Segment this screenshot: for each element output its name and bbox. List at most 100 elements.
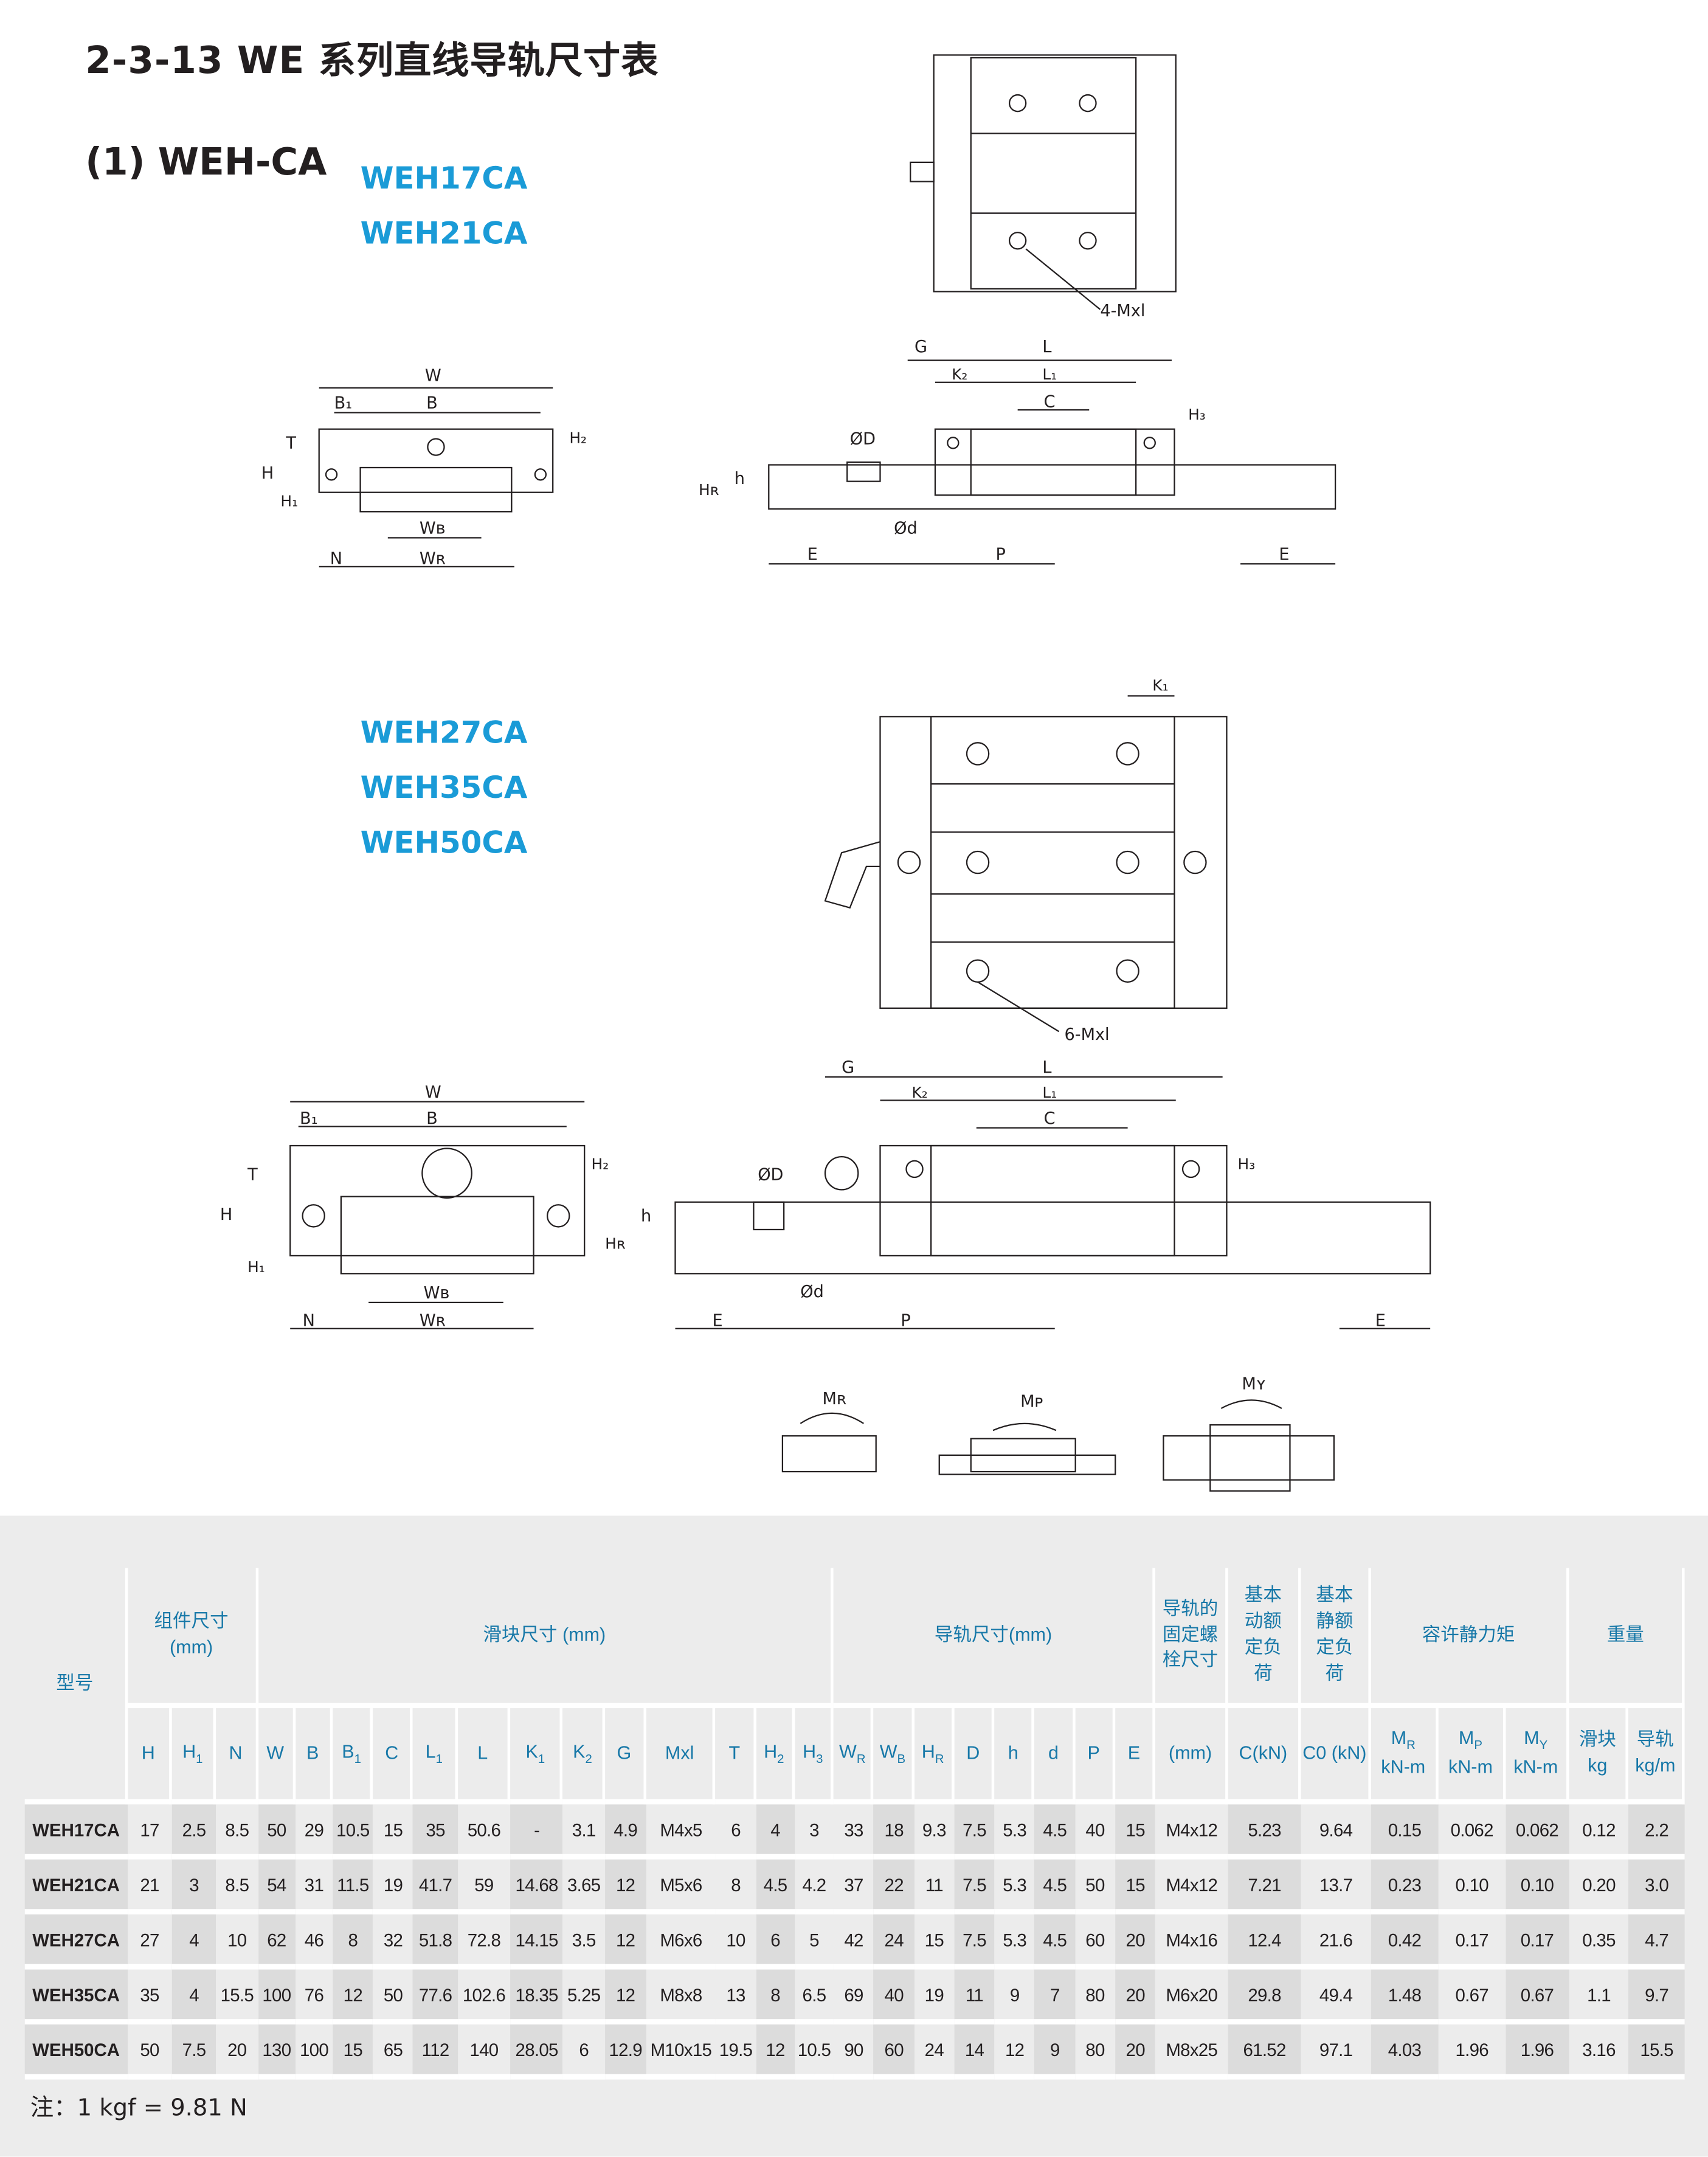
value-cell: 20 (216, 2024, 258, 2080)
value-cell: 4 (756, 1804, 795, 1860)
header-rail: 导轨尺寸(mm) (833, 1568, 1156, 1709)
value-cell: 0.35 (1569, 1914, 1629, 1970)
column-header: T (715, 1708, 756, 1805)
value-cell: M4x12 (1155, 1804, 1228, 1860)
value-cell: M8x25 (1155, 2024, 1228, 2080)
section-title: (1) WEH-CA (85, 141, 327, 185)
value-cell: 8.5 (216, 1859, 258, 1915)
header-dynamic-load: 基本动额定负荷 (1228, 1568, 1302, 1709)
value-cell: 4.5 (1034, 1859, 1075, 1915)
value-cell: 100 (258, 1969, 296, 2025)
value-cell: 50.6 (457, 1804, 511, 1860)
value-cell: 19.5 (715, 2024, 756, 2080)
value-cell: 90 (833, 2024, 874, 2080)
dim-wr: Wʀ (420, 1311, 446, 1330)
column-header: P (1074, 1708, 1116, 1805)
dim-e: E (1375, 1311, 1386, 1330)
dim-t: T (247, 1166, 258, 1185)
value-cell: 69 (833, 1969, 874, 2025)
moment-my-label: Mʏ (1242, 1374, 1266, 1393)
value-cell: 41.7 (413, 1859, 458, 1915)
column-header: (mm) (1155, 1708, 1228, 1805)
column-header: K1 (510, 1708, 563, 1805)
dim-h3: H₃ (1188, 406, 1206, 423)
model-cell: WEH50CA (24, 2024, 128, 2080)
value-cell: 97.1 (1301, 2024, 1371, 2080)
value-cell: 112 (413, 2024, 458, 2080)
value-cell: 15 (1115, 1804, 1156, 1860)
value-cell: 0.10 (1438, 1859, 1506, 1915)
column-header: K2 (562, 1708, 605, 1805)
value-cell: 50 (373, 1969, 413, 2025)
dim-l: L (1042, 1058, 1051, 1077)
dim-w: W (425, 1083, 441, 1102)
top-view-large (824, 695, 1228, 1033)
value-cell: 42 (833, 1914, 874, 1970)
value-cell: 0.15 (1371, 1804, 1439, 1860)
value-cell: M6x6 (646, 1914, 716, 1970)
value-cell: 20 (1115, 1969, 1156, 2025)
dim-l: L (1042, 338, 1051, 356)
spec-table: 型号 组件尺寸(mm) 滑块尺寸 (mm) 导轨尺寸(mm) 导轨的固定螺栓尺寸… (24, 1568, 1685, 2080)
value-cell: 12 (333, 1969, 373, 2025)
column-header: d (1034, 1708, 1075, 1805)
value-cell: 4.9 (604, 1804, 646, 1860)
dim-wb: Wʙ (420, 519, 446, 538)
value-cell: 61.52 (1228, 2024, 1302, 2080)
value-cell: 5.3 (994, 1914, 1035, 1970)
value-cell: M4x12 (1155, 1859, 1228, 1915)
value-cell: 24 (874, 1914, 915, 1970)
value-cell: 3 (795, 1804, 834, 1860)
value-cell: 3.5 (562, 1914, 605, 1970)
value-cell: M4x16 (1155, 1914, 1228, 1970)
value-cell: 2.2 (1628, 1804, 1685, 1860)
dim-e: E (807, 545, 818, 564)
value-cell: 59 (457, 1859, 511, 1915)
value-cell: 12 (604, 1859, 646, 1915)
dim-h1: H₁ (247, 1258, 265, 1276)
dim-hr: Hʀ (605, 1235, 626, 1253)
value-cell: 19 (914, 1969, 955, 2025)
value-cell: 20 (1115, 2024, 1156, 2080)
value-cell: 50 (127, 2024, 172, 2080)
value-cell: 5.3 (994, 1859, 1035, 1915)
value-cell: 77.6 (413, 1969, 458, 2025)
value-cell: 50 (258, 1804, 296, 1860)
header-block: 滑块尺寸 (mm) (258, 1568, 834, 1709)
technical-drawings: 4-Mxl W B₁ B H T H₁ H₂ Wʙ N Wʀ G L K₂ L₁… (220, 54, 1431, 1492)
dim-c: C (1044, 1109, 1056, 1128)
footnote: 注：1 kgf = 9.81 N (30, 2094, 247, 2122)
value-cell: 130 (258, 2024, 296, 2080)
value-cell: 18 (874, 1804, 915, 1860)
dim-h: H (220, 1205, 232, 1224)
value-cell: 4.03 (1371, 2024, 1439, 2080)
value-cell: 4 (171, 1914, 216, 1970)
column-header: E (1115, 1708, 1156, 1805)
value-cell: 14.68 (510, 1859, 563, 1915)
value-cell: 7 (1034, 1969, 1075, 2025)
moment-diagrams (781, 1399, 1335, 1492)
value-cell: 32 (373, 1914, 413, 1970)
value-cell: 27 (127, 1914, 172, 1970)
value-cell: 21 (127, 1859, 172, 1915)
value-cell: 35 (413, 1804, 458, 1860)
column-header: h (994, 1708, 1035, 1805)
dim-d: Ød (894, 519, 918, 538)
dim-b: B (426, 394, 438, 413)
value-cell: 12 (994, 2024, 1035, 2080)
value-cell: 4.5 (756, 1859, 795, 1915)
column-header: WR (833, 1708, 874, 1805)
moment-mr-label: Mʀ (822, 1390, 846, 1408)
value-cell: 1.96 (1505, 2024, 1569, 2080)
header-model: 型号 (24, 1568, 128, 1805)
value-cell: 9 (1034, 2024, 1075, 2080)
value-cell: 0.12 (1569, 1804, 1629, 1860)
value-cell: 29.8 (1228, 1969, 1302, 2025)
dim-wr: Wʀ (420, 549, 446, 568)
value-cell: 13.7 (1301, 1859, 1371, 1915)
value-cell: 60 (1074, 1914, 1116, 1970)
dim-t: T (285, 434, 296, 452)
value-cell: 2.5 (171, 1804, 216, 1860)
